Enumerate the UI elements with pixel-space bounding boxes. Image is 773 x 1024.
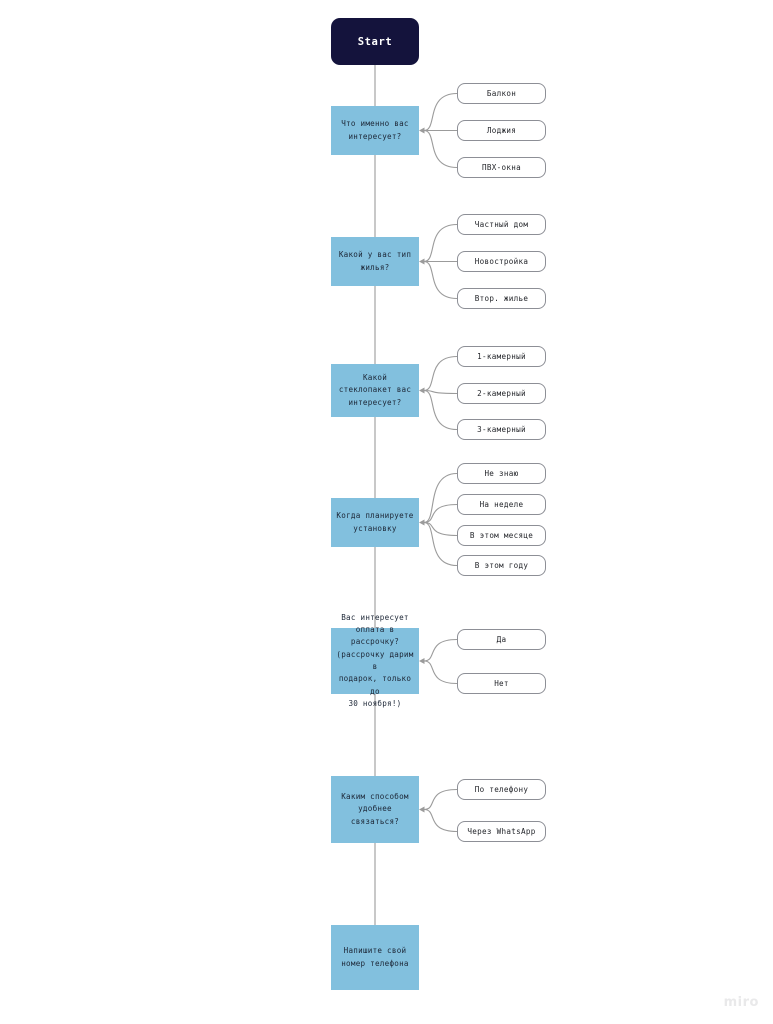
- step-2-option-2-label: Новостройка: [474, 257, 529, 266]
- step-6-option-1-label: По телефону: [474, 785, 529, 794]
- step-1-option-2[interactable]: Лоджия: [457, 120, 546, 141]
- step-2-option-2[interactable]: Новостройка: [457, 251, 546, 272]
- step-3-option-2-label: 2-камерный: [477, 389, 526, 398]
- step-4-option-1[interactable]: Не знаю: [457, 463, 546, 484]
- step-2-option-3[interactable]: Втор. жилье: [457, 288, 546, 309]
- step-4-option-4-label: В этом году: [474, 561, 529, 570]
- step-3-option-3[interactable]: 3-камерный: [457, 419, 546, 440]
- step-4-option-2[interactable]: На неделе: [457, 494, 546, 515]
- step-3-option-2[interactable]: 2-камерный: [457, 383, 546, 404]
- start-node-label: Start: [357, 35, 393, 48]
- step-5-option-2[interactable]: Нет: [457, 673, 546, 694]
- step-4-option-4[interactable]: В этом году: [457, 555, 546, 576]
- step-4-option-1-label: Не знаю: [484, 469, 519, 478]
- step-6-option-2-label: Через WhatsApp: [467, 827, 536, 836]
- step-5-option-2-label: Нет: [494, 679, 509, 688]
- step-4-option-3[interactable]: В этом месяце: [457, 525, 546, 546]
- step-4-option-2-label: На неделе: [479, 500, 524, 509]
- step-1-option-3-label: ПВХ-окна: [482, 163, 521, 172]
- step-1-option-3[interactable]: ПВХ-окна: [457, 157, 546, 178]
- step-2-option-1[interactable]: Частный дом: [457, 214, 546, 235]
- step-2-option-1-label: Частный дом: [474, 220, 529, 229]
- step-5-option-1-label: Да: [496, 635, 507, 644]
- step-1-option-1[interactable]: Балкон: [457, 83, 546, 104]
- step-6-option-2[interactable]: Через WhatsApp: [457, 821, 546, 842]
- step-3-option-1-label: 1-камерный: [477, 352, 526, 361]
- step-4-option-3-label: В этом месяце: [469, 531, 534, 540]
- step-6-option-1[interactable]: По телефону: [457, 779, 546, 800]
- start-node[interactable]: Start: [331, 18, 419, 65]
- step-1-option-2-label: Лоджия: [486, 126, 517, 135]
- step-5-option-1[interactable]: Да: [457, 629, 546, 650]
- step-1-option-1-label: Балкон: [486, 89, 517, 98]
- miro-watermark: miro: [723, 995, 759, 1010]
- step-3-option-3-label: 3-камерный: [477, 425, 526, 434]
- step-3-option-1[interactable]: 1-камерный: [457, 346, 546, 367]
- step-2-option-3-label: Втор. жилье: [474, 294, 529, 303]
